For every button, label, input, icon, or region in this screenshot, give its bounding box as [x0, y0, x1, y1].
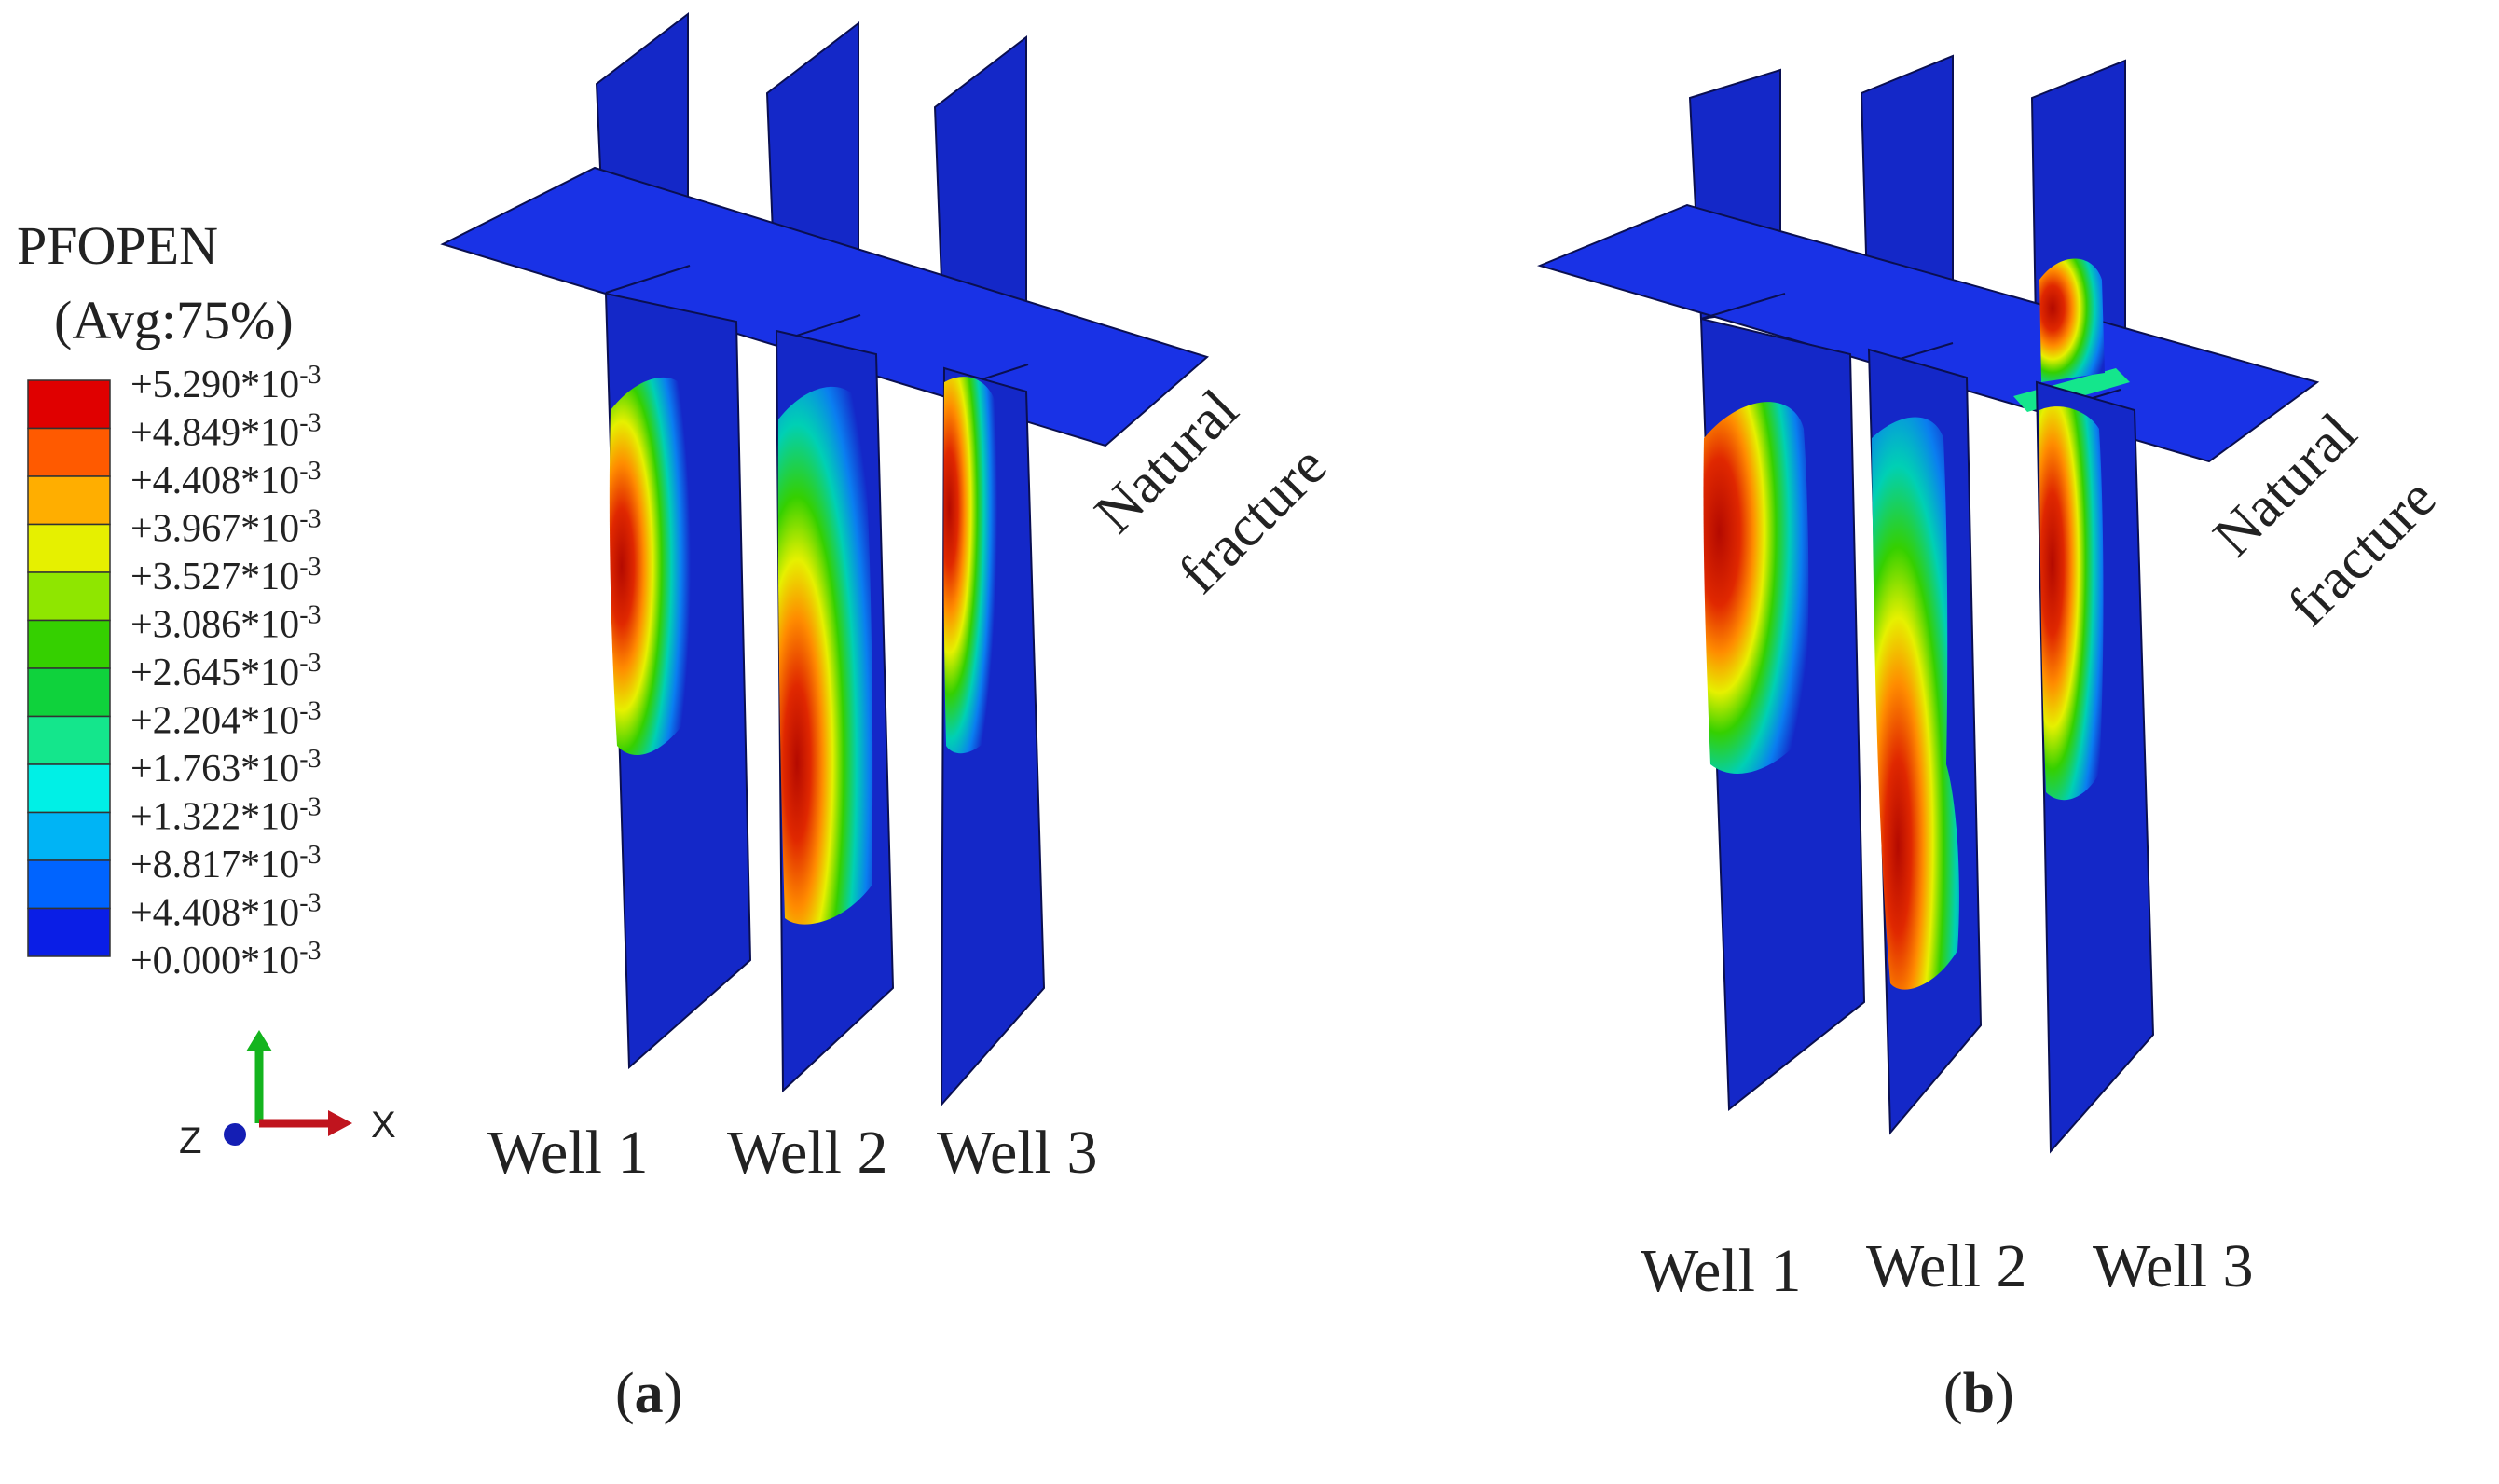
legend-label: +2.645*10-3: [130, 649, 322, 695]
panel-b-well-3-label: Well 3: [2093, 1232, 2253, 1300]
legend-swatch: [27, 571, 111, 622]
legend-swatch: [27, 523, 111, 573]
legend-swatch: [27, 859, 111, 910]
legend-label: +8.817*10-3: [130, 841, 322, 887]
legend-label: +3.086*10-3: [130, 600, 322, 647]
legend-swatch: [27, 907, 111, 957]
panel-a-well-2-label: Well 2: [727, 1119, 887, 1187]
panel-a-caption-letter: a: [635, 1362, 664, 1425]
legend-swatch: [27, 619, 111, 669]
legend-label: +5.290*10-3: [130, 361, 322, 407]
legend-label: +4.408*10-3: [130, 888, 322, 935]
legend-label: +3.967*10-3: [130, 504, 322, 551]
panel-b-well-3-contour: [2039, 406, 2104, 801]
legend-swatch: [27, 475, 111, 526]
panel-b-natural-fracture-plane: [1536, 203, 2320, 463]
triad-x-label: X: [371, 1105, 396, 1146]
legend-averaging: (Avg:75%): [54, 290, 294, 350]
legend-label: +0.000*10-3: [130, 937, 322, 983]
panel-b-well-1-label: Well 1: [1641, 1237, 1801, 1305]
triad-x-arrowhead: [328, 1110, 352, 1136]
panel-b-caption: (b): [1943, 1362, 2014, 1425]
legend-swatch: [27, 811, 111, 861]
panel-a-well-1-label: Well 1: [487, 1119, 648, 1187]
panel-b-well-2-label: Well 2: [1866, 1232, 2026, 1300]
legend-label: +3.527*10-3: [130, 553, 322, 599]
legend-swatch: [27, 379, 111, 430]
legend-swatches: [27, 379, 111, 957]
panel-b-intersection-1: [1700, 293, 1786, 320]
triad-z-dot: [224, 1123, 246, 1146]
legend-label: +1.763*10-3: [130, 745, 322, 791]
panel-a: Natural fracture Well 1 Well 2 Well 3 (a…: [440, 11, 1339, 1425]
legend-labels: +5.290*10-3+4.849*10-3+4.408*10-3+3.967*…: [130, 361, 322, 983]
legend: PFOPEN (Avg:75%) +5.290*10-3+4.849*10-3+…: [17, 215, 322, 982]
triad-z-label: Z: [179, 1120, 201, 1161]
panel-a-well-3-contour: [943, 377, 1000, 754]
panel-b-well-2-contour: [1872, 417, 1959, 990]
panel-b-caption-letter: b: [1963, 1362, 1995, 1425]
legend-label: +4.408*10-3: [130, 457, 322, 503]
legend-swatch: [27, 427, 111, 477]
legend-swatch: [27, 763, 111, 814]
panel-a-intersection-1: [605, 265, 691, 294]
axis-triad: X Z: [179, 1030, 396, 1161]
panel-b-well-1-contour: [1703, 402, 1809, 774]
panel-a-well-3-label: Well 3: [937, 1119, 1097, 1187]
legend-label: +4.849*10-3: [130, 408, 322, 455]
panel-a-natural-fracture-plane: [440, 166, 1210, 447]
triad-y-arrowhead: [246, 1030, 272, 1051]
legend-label: +2.204*10-3: [130, 696, 322, 743]
legend-label: +1.322*10-3: [130, 792, 322, 839]
legend-variable: PFOPEN: [17, 215, 218, 276]
legend-swatch: [27, 715, 111, 765]
panel-a-well-1-contour: [609, 377, 691, 755]
legend-swatch: [27, 667, 111, 718]
panel-b-well-3-upper-contour: [2039, 258, 2105, 382]
panel-b: Natural fracture Well 1 Well 2 Well 3 (b…: [1536, 54, 2448, 1425]
panel-a-caption: (a): [615, 1362, 682, 1425]
panel-a-well-2-contour: [777, 386, 873, 925]
